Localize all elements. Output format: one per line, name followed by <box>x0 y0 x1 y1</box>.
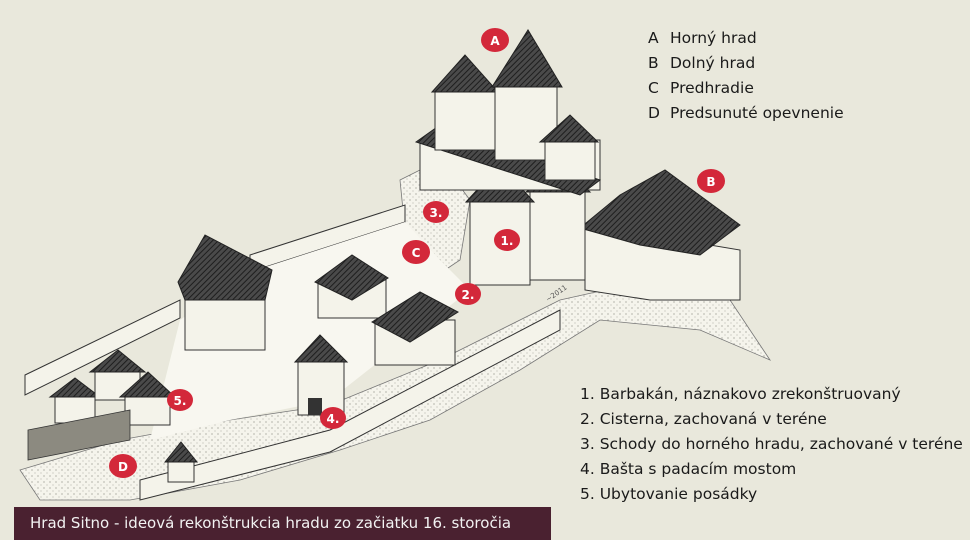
legend-key: C <box>648 79 659 97</box>
legend-number-item: 4. Bašta s padacím mostom <box>580 460 797 478</box>
caption-bar: Hrad Sitno - ideová rekonštrukcia hradu … <box>14 507 551 540</box>
marker-3-label: 3. <box>430 206 443 220</box>
legend-letter-item: C Predhradie <box>648 76 844 101</box>
marker-B-label: B <box>706 175 715 189</box>
legend-letter-item: D Predsunuté opevnenie <box>648 101 844 126</box>
marker-1: 1. <box>494 229 520 251</box>
legend-key: D <box>648 104 660 122</box>
outer-curtain-wall <box>24 299 181 396</box>
marker-D-label: D <box>118 460 128 474</box>
marker-1-label: 1. <box>501 234 514 248</box>
marker-B: B <box>697 169 725 193</box>
marker-4: 4. <box>320 407 346 429</box>
marker-A: A <box>481 28 509 52</box>
bastion-drawbridge <box>293 334 349 416</box>
gate-building <box>370 291 460 366</box>
legend-numbers: 1. Barbakán, náznakovo zrekonštruovaný 2… <box>580 382 963 507</box>
legend-letter-item: B Dolný hrad <box>648 51 844 76</box>
marker-D: D <box>109 454 137 478</box>
marker-A-label: A <box>490 34 500 48</box>
legend-number-item: 5. Ubytovanie posádky <box>580 485 758 503</box>
left-round-tower <box>177 234 273 351</box>
marker-C-label: C <box>412 246 421 260</box>
legend-letter-item: A Horný hrad <box>648 26 844 51</box>
forebailey-building <box>314 254 389 319</box>
legend-number-item: 1. Barbakán, náznakovo zrekonštruovaný <box>580 385 901 403</box>
marker-2: 2. <box>455 283 481 305</box>
marker-3: 3. <box>423 201 449 223</box>
marker-C: C <box>402 240 430 264</box>
legend-label: Predhradie <box>670 79 754 97</box>
legend-key: A <box>648 29 659 47</box>
legend-label: Predsunuté opevnenie <box>670 104 844 122</box>
legend-label: Horný hrad <box>670 29 757 47</box>
palisade <box>27 409 131 461</box>
legend-number-item: 2. Cisterna, zachovaná v teréne <box>580 410 827 428</box>
legend-letters: A Horný hrad B Dolný hrad C Predhradie D Pre… <box>648 26 844 126</box>
lower-wall <box>139 309 561 501</box>
marker-5-label: 5. <box>174 394 187 408</box>
marker-5: 5. <box>167 389 193 411</box>
marker-4-label: 4. <box>327 412 340 426</box>
legend-label: Dolný hrad <box>670 54 756 72</box>
upper-castle <box>414 29 602 196</box>
legend-key: B <box>648 54 659 72</box>
courtyard-ground <box>150 222 470 440</box>
legend-number-item: 3. Schody do horného hradu, zachované v … <box>580 435 963 453</box>
marker-2-label: 2. <box>462 288 475 302</box>
